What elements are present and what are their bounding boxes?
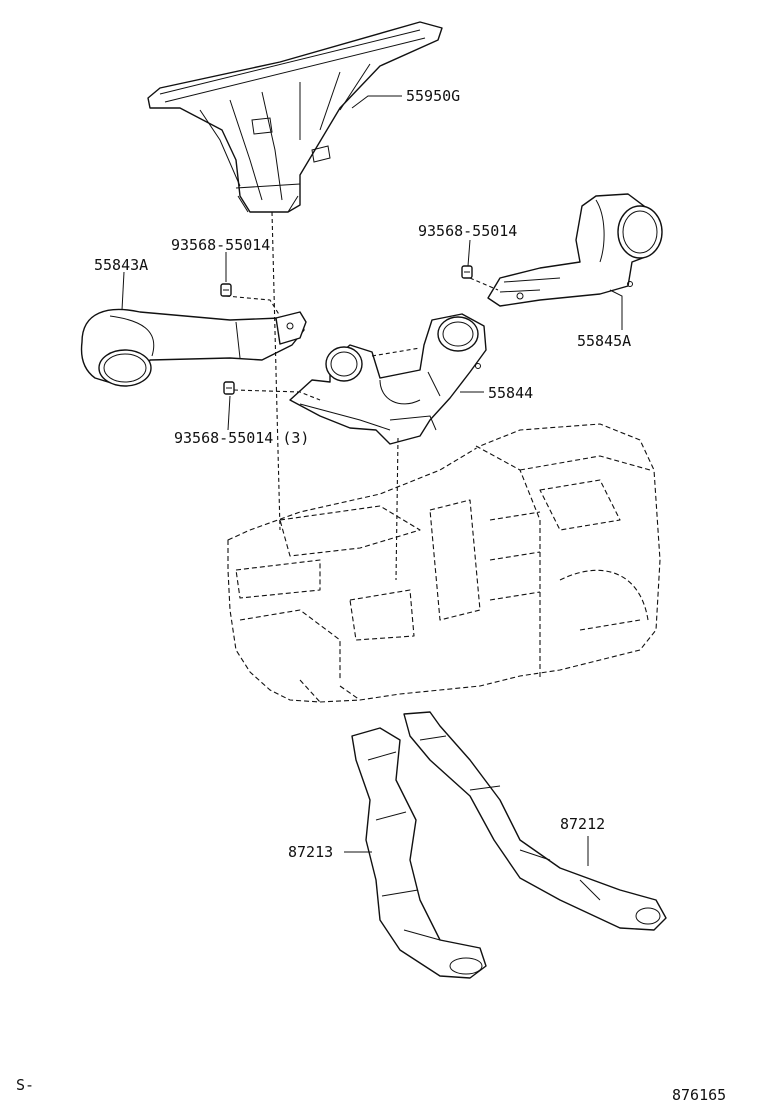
- label-55844: 55844: [488, 384, 533, 402]
- label-87212: 87212: [560, 815, 605, 833]
- screw-left-top[interactable]: [220, 283, 232, 297]
- label-screw-left-bottom: 93568-55014 (3): [174, 429, 309, 447]
- label-55950G: 55950G: [406, 87, 460, 105]
- center-duct-55844[interactable]: [289, 313, 487, 445]
- label-screw-left-top: 93568-55014: [171, 236, 270, 254]
- label-55843A: 55843A: [94, 256, 148, 274]
- defroster-nozzle-55950G[interactable]: [147, 21, 443, 213]
- alignment-lines: [225, 211, 499, 581]
- side-duct-55845A[interactable]: [487, 193, 663, 307]
- rear-duct-87212[interactable]: [403, 711, 667, 931]
- leader-lines: [121, 95, 623, 866]
- label-87213: 87213: [288, 843, 333, 861]
- diagram-number: 876165: [672, 1086, 726, 1104]
- part-labels: 55950G 55843A 93568-55014 93568-55014 55…: [94, 87, 631, 861]
- footer-left-code: S-: [16, 1076, 34, 1094]
- screw-left-bottom[interactable]: [223, 381, 235, 395]
- screw-right[interactable]: [461, 265, 473, 279]
- rear-duct-87213[interactable]: [351, 727, 487, 979]
- label-55845A: 55845A: [577, 332, 631, 350]
- label-screw-right: 93568-55014: [418, 222, 517, 240]
- heater-unit-assembly: [227, 423, 661, 703]
- side-duct-55843A[interactable]: [80, 308, 307, 387]
